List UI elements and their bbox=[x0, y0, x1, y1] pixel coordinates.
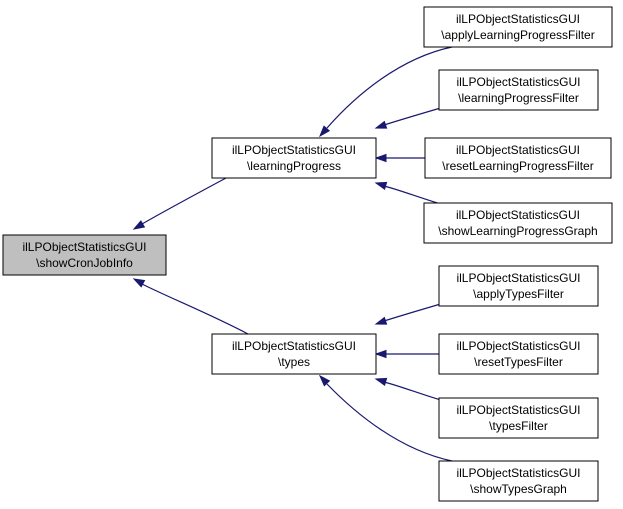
arrowhead-icon bbox=[374, 120, 388, 129]
node-tFilter[interactable]: ilLPObjectStatisticsGUI \typesFilter bbox=[438, 397, 599, 439]
node-class-label: ilLPObjectStatisticsGUI bbox=[232, 339, 356, 353]
edge-line bbox=[326, 383, 453, 462]
node-class-label: ilLPObjectStatisticsGUI bbox=[456, 143, 580, 157]
node-showT[interactable]: ilLPObjectStatisticsGUI \showTypesGraph bbox=[438, 460, 599, 502]
edge-line bbox=[383, 381, 445, 402]
arrowhead-icon bbox=[374, 153, 387, 163]
node-class-label: ilLPObjectStatisticsGUI bbox=[456, 403, 580, 417]
arrowhead-icon bbox=[132, 220, 146, 230]
node-method-label: \types bbox=[278, 355, 310, 369]
arrowhead-icon bbox=[374, 316, 388, 325]
node-class-label: ilLPObjectStatisticsGUI bbox=[456, 466, 580, 480]
node-box[interactable] bbox=[438, 69, 599, 111]
node-box[interactable] bbox=[423, 202, 613, 244]
node-method-label: \resetTypesFilter bbox=[474, 355, 563, 369]
edge-line bbox=[383, 185, 445, 206]
edge-line bbox=[383, 106, 445, 126]
node-method-label: \learningProgressFilter bbox=[458, 91, 579, 105]
node-method-label: \applyTypesFilter bbox=[473, 287, 564, 301]
edge-showLP-to-lp bbox=[374, 181, 445, 206]
node-box[interactable] bbox=[438, 265, 599, 307]
node-resetT[interactable]: ilLPObjectStatisticsGUI \resetTypesFilter bbox=[438, 333, 599, 375]
edge-line bbox=[141, 283, 249, 335]
node-root[interactable]: ilLPObjectStatisticsGUI \showCronJobInfo bbox=[2, 234, 167, 276]
node-class-label: ilLPObjectStatisticsGUI bbox=[22, 240, 146, 254]
node-applyLP[interactable]: ilLPObjectStatisticsGUI \applyLearningPro… bbox=[423, 6, 613, 48]
edge-showT-to-types bbox=[318, 374, 453, 462]
node-method-label: \applyLearningProgressFilter bbox=[441, 28, 594, 42]
node-method-label: \learningProgress bbox=[247, 159, 341, 173]
node-box[interactable] bbox=[211, 137, 377, 179]
arrowhead-icon bbox=[374, 349, 387, 359]
edge-lpFilter-to-lp bbox=[374, 106, 445, 129]
node-class-label: ilLPObjectStatisticsGUI bbox=[456, 12, 580, 26]
node-method-label: \resetLearningProgressFilter bbox=[442, 159, 593, 173]
edge-tFilter-to-types bbox=[374, 377, 445, 402]
node-method-label: \showLearningProgressGraph bbox=[438, 224, 597, 238]
edges-layer bbox=[132, 46, 453, 462]
node-box[interactable] bbox=[438, 333, 599, 375]
node-class-label: ilLPObjectStatisticsGUI bbox=[456, 339, 580, 353]
node-box[interactable] bbox=[423, 6, 613, 48]
edge-applyT-to-types bbox=[374, 302, 445, 325]
nodes-layer: ilLPObjectStatisticsGUI\showCronJobInfoi… bbox=[2, 6, 613, 502]
node-class-label: ilLPObjectStatisticsGUI bbox=[456, 271, 580, 285]
node-resetLP[interactable]: ilLPObjectStatisticsGUI \resetLearningPro… bbox=[424, 137, 612, 179]
node-lpFilter[interactable]: ilLPObjectStatisticsGUI \learningProgress… bbox=[438, 69, 599, 111]
edge-types-to-root bbox=[132, 278, 249, 335]
arrowhead-icon bbox=[319, 125, 331, 138]
node-class-label: ilLPObjectStatisticsGUI bbox=[232, 143, 356, 157]
node-showLP[interactable]: ilLPObjectStatisticsGUI \showLearningProg… bbox=[423, 202, 613, 244]
edge-line bbox=[141, 177, 227, 225]
node-applyT[interactable]: ilLPObjectStatisticsGUI \applyTypesFilter bbox=[438, 265, 599, 307]
node-method-label: \typesFilter bbox=[489, 419, 548, 433]
node-method-label: \showTypesGraph bbox=[470, 482, 567, 496]
arrowhead-icon bbox=[132, 278, 146, 288]
arrowhead-icon bbox=[318, 374, 331, 387]
node-box[interactable] bbox=[438, 397, 599, 439]
node-box[interactable] bbox=[211, 333, 377, 375]
node-box[interactable] bbox=[2, 234, 167, 276]
node-types[interactable]: ilLPObjectStatisticsGUI \types bbox=[211, 333, 377, 375]
node-method-label: \showCronJobInfo bbox=[36, 256, 133, 270]
edge-lp-to-root bbox=[132, 177, 227, 230]
edge-line bbox=[383, 302, 445, 322]
node-box[interactable] bbox=[438, 460, 599, 502]
arrowhead-icon bbox=[374, 377, 388, 386]
node-class-label: ilLPObjectStatisticsGUI bbox=[456, 75, 580, 89]
node-class-label: ilLPObjectStatisticsGUI bbox=[456, 208, 580, 222]
edge-resetT-to-types bbox=[374, 349, 439, 359]
node-box[interactable] bbox=[424, 137, 612, 179]
edge-applyLP-to-lp bbox=[319, 46, 453, 138]
edge-resetLP-to-lp bbox=[374, 153, 425, 163]
arrowhead-icon bbox=[374, 181, 388, 190]
node-lp[interactable]: ilLPObjectStatisticsGUI \learningProgress bbox=[211, 137, 377, 179]
edge-line bbox=[326, 46, 453, 129]
